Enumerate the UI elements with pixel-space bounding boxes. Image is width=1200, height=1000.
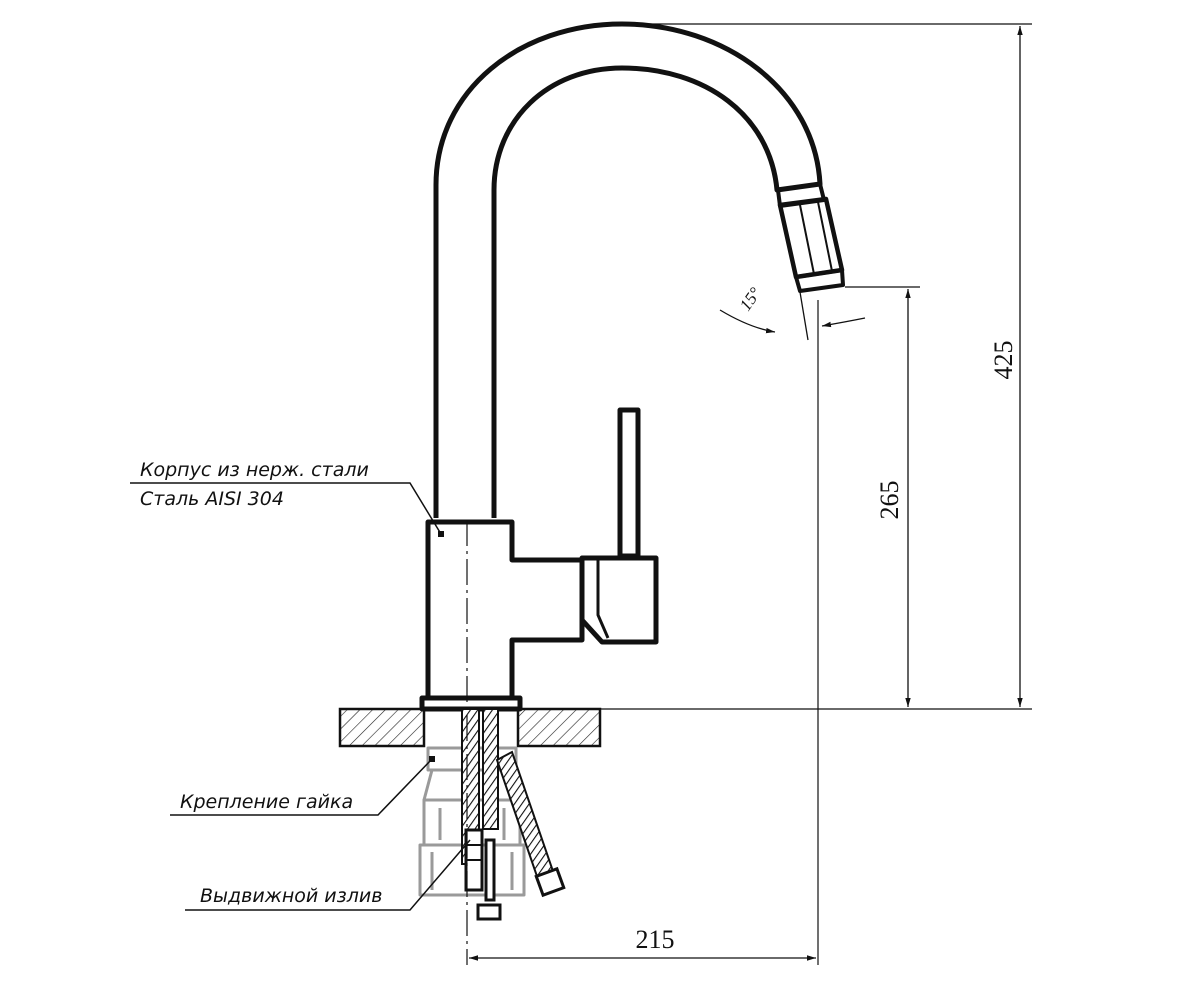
callout-body-steel-grade: Сталь AISI 304 [140, 488, 284, 510]
dimension-reach: 215 [636, 925, 675, 954]
countertop-section [338, 707, 602, 748]
gooseneck-spout [433, 21, 823, 518]
dimension-spout-height: 265 [875, 481, 904, 520]
dimension-angle: 15° [736, 284, 765, 315]
dimension-lines [469, 23, 1032, 961]
callout-mounting-nut: Крепление гайка [180, 791, 353, 813]
callout-pullout-spout: Выдвижной излив [200, 885, 382, 907]
callout-leaders [130, 482, 471, 911]
handle-lever [579, 407, 659, 645]
callout-body-material: Корпус из нерж. стали [140, 459, 369, 481]
spout-nozzle [776, 182, 845, 293]
dimension-total-height: 425 [989, 341, 1018, 380]
valve-body [419, 519, 585, 712]
braided-hoses [461, 708, 566, 921]
